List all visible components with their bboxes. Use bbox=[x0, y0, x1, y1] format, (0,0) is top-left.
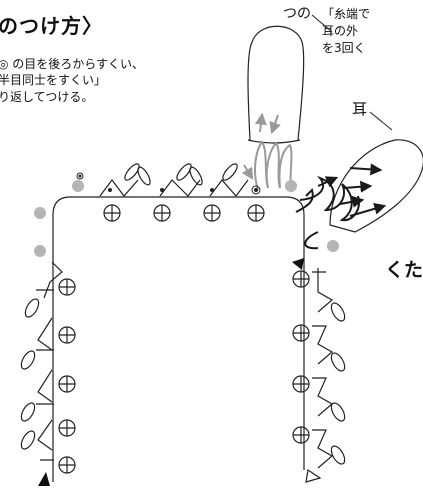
instruction-line-3: り返してつける。 bbox=[0, 90, 94, 104]
diagram-title: のつけ方〉 bbox=[0, 14, 103, 38]
black-triangle-icon bbox=[38, 258, 304, 486]
plus-circle-icon bbox=[103, 204, 265, 222]
note-line-3: を3回く bbox=[322, 41, 366, 55]
stitch-dots bbox=[108, 188, 258, 192]
horn-leader-line bbox=[311, 14, 333, 33]
instruction-line-1: ◎ の目を後ろからすくい、 bbox=[0, 57, 145, 71]
ear-thread bbox=[295, 163, 387, 250]
horn-base bbox=[247, 139, 301, 144]
double-circle-icon bbox=[76, 172, 261, 195]
ear-label: 耳 bbox=[352, 100, 368, 118]
note-line-1: 「糸端で bbox=[322, 7, 371, 21]
ear-shape bbox=[329, 139, 423, 233]
horn-label: つの bbox=[283, 6, 311, 22]
left-column-stitches bbox=[20, 261, 76, 474]
ear-leader-line bbox=[369, 111, 393, 131]
top-row-stitches bbox=[99, 163, 249, 197]
gray-dot-icon bbox=[34, 180, 339, 257]
instruction-line-2: 半目同士をすくい」 bbox=[0, 73, 107, 87]
body-outline bbox=[52, 196, 305, 482]
body-label: くた bbox=[385, 259, 423, 281]
horn-shape bbox=[247, 25, 305, 141]
horn-thread bbox=[241, 112, 293, 193]
note-line-2: 耳の外 bbox=[322, 24, 359, 38]
right-column-stitches bbox=[292, 268, 346, 483]
